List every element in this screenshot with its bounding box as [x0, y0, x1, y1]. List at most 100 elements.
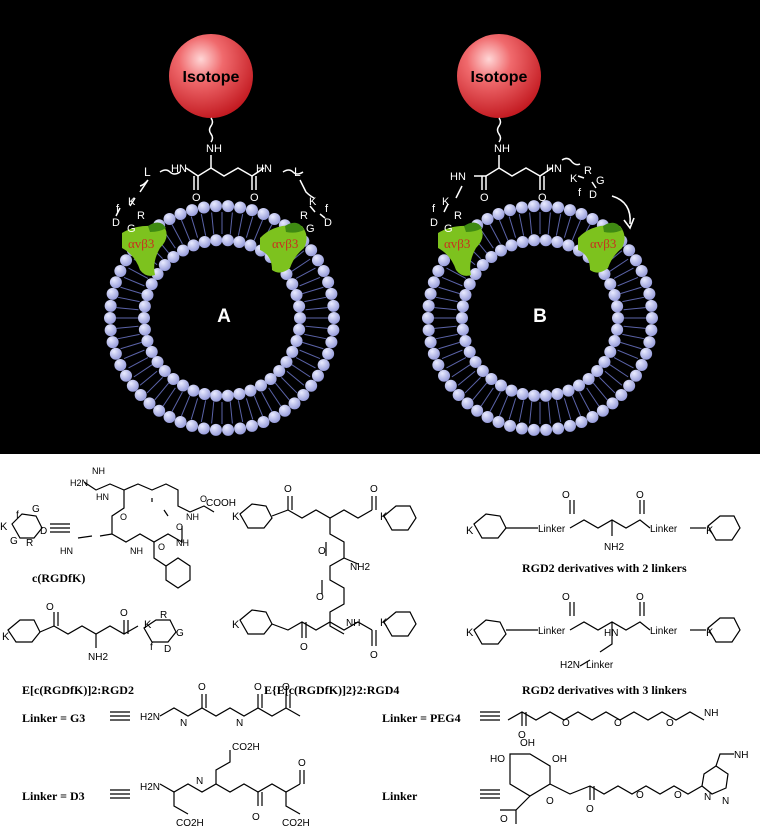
svg-text:O: O — [518, 730, 526, 741]
lipid-head — [640, 347, 653, 360]
lipid-head — [606, 397, 619, 410]
label-linker-sugar: Linker — [382, 789, 418, 803]
lipid-tail — [253, 395, 264, 417]
svg-text:K: K — [466, 627, 474, 639]
lipid-head — [151, 355, 164, 368]
lipid-tail — [508, 216, 517, 238]
lipid-tail — [190, 398, 199, 420]
svg-text:O: O — [562, 592, 570, 603]
lipid-tail — [237, 400, 244, 423]
svg-text:K: K — [706, 627, 714, 639]
svg-text:NH: NH — [186, 512, 199, 522]
lipid-head — [540, 200, 553, 213]
lipid-head — [645, 299, 658, 312]
lipid-head — [586, 213, 599, 226]
svg-text:HN: HN — [604, 628, 618, 639]
lipid-head — [459, 289, 472, 302]
lipid-head — [444, 379, 457, 392]
lipid-tail — [617, 276, 639, 287]
lipid-head — [114, 359, 127, 372]
lipid-tail — [229, 212, 233, 235]
svg-text:O: O — [480, 192, 489, 204]
lipid-head — [598, 355, 611, 368]
panel-label-a: A — [217, 306, 231, 327]
lipid-head — [611, 300, 624, 313]
svg-text:NH: NH — [130, 546, 143, 556]
svg-text:O: O — [300, 642, 308, 653]
svg-text:CO2H: CO2H — [176, 818, 204, 829]
lipid-head — [311, 254, 324, 267]
lipid-tail — [518, 400, 525, 423]
lipid-tail — [623, 307, 646, 311]
svg-text:HN: HN — [96, 492, 109, 502]
svg-text:G: G — [10, 536, 18, 547]
lipid-tail — [441, 276, 463, 287]
atoms-a: NH HN HN O O L L K K f f D D R R G G — [112, 143, 332, 235]
lipid-head — [469, 355, 482, 368]
lipid-head — [427, 347, 440, 360]
lipid-tail — [200, 400, 207, 423]
lipid-head — [505, 384, 518, 397]
svg-text:NH: NH — [346, 618, 360, 629]
lipid-head — [643, 287, 656, 300]
atom-labels: K f G G D R NH H2N HN O NH HN O NH O NH … — [0, 466, 748, 829]
lipid-tail — [555, 213, 562, 236]
svg-text:O: O — [192, 192, 201, 204]
linker-bonds-a — [115, 117, 326, 219]
lipid-head — [481, 213, 494, 226]
lipid-tail — [571, 219, 582, 241]
svg-text:O: O — [46, 602, 54, 613]
lipid-tail — [116, 307, 139, 311]
lipid-tail — [123, 349, 145, 360]
lipid-head — [461, 397, 474, 410]
linker-bonds-b — [443, 117, 635, 230]
integrin-label: αvβ3 — [128, 236, 154, 251]
lipid-tail — [438, 286, 460, 295]
lipid-head — [234, 422, 247, 435]
lipid-head — [163, 410, 176, 423]
lipid-tail — [592, 382, 608, 401]
lipid-head — [158, 258, 171, 271]
lipid-tail — [438, 341, 460, 350]
lipid-head — [582, 372, 595, 385]
lipid-head — [177, 244, 189, 257]
lipid-tail — [211, 212, 215, 235]
lipid-tail — [171, 224, 183, 245]
lipid-tail — [139, 370, 158, 386]
lipid-tail — [446, 357, 467, 369]
svg-text:O: O — [176, 522, 183, 532]
structures-panel: K f G G D R NH H2N HN O NH HN O NH O NH … — [0, 454, 760, 838]
svg-text:R: R — [584, 165, 592, 177]
lipid-tail — [133, 364, 153, 378]
lipid-head — [629, 369, 642, 382]
lipid-head — [197, 422, 210, 435]
lipid-tail — [518, 213, 525, 236]
lipid-tail — [291, 258, 311, 272]
lipid-tail — [498, 395, 509, 417]
lipid-head — [114, 264, 127, 277]
lipid-head — [222, 423, 235, 436]
svg-text:HN: HN — [256, 163, 272, 175]
lipid-head — [575, 416, 588, 429]
lipid-head — [623, 379, 636, 392]
lipid-head — [471, 404, 484, 417]
lipid-head — [476, 258, 489, 271]
structure-bonds — [7, 481, 741, 824]
lipid-head — [432, 264, 445, 277]
lipid-head — [432, 359, 445, 372]
svg-text:O: O — [158, 542, 165, 552]
lipid-head — [492, 207, 505, 220]
svg-text:O: O — [250, 192, 259, 204]
lipid-tail — [245, 216, 254, 238]
lipid-head — [109, 347, 122, 360]
lipid-head — [596, 404, 609, 417]
lipid-head — [516, 388, 529, 401]
lipid-head — [328, 312, 340, 324]
svg-text:K: K — [128, 196, 136, 208]
svg-text:NH: NH — [92, 466, 105, 476]
lipid-tail — [304, 333, 327, 340]
lipid-tail — [123, 276, 145, 287]
svg-text:HN: HN — [546, 163, 562, 175]
lipid-head — [438, 254, 451, 267]
svg-text:OH: OH — [552, 754, 567, 765]
